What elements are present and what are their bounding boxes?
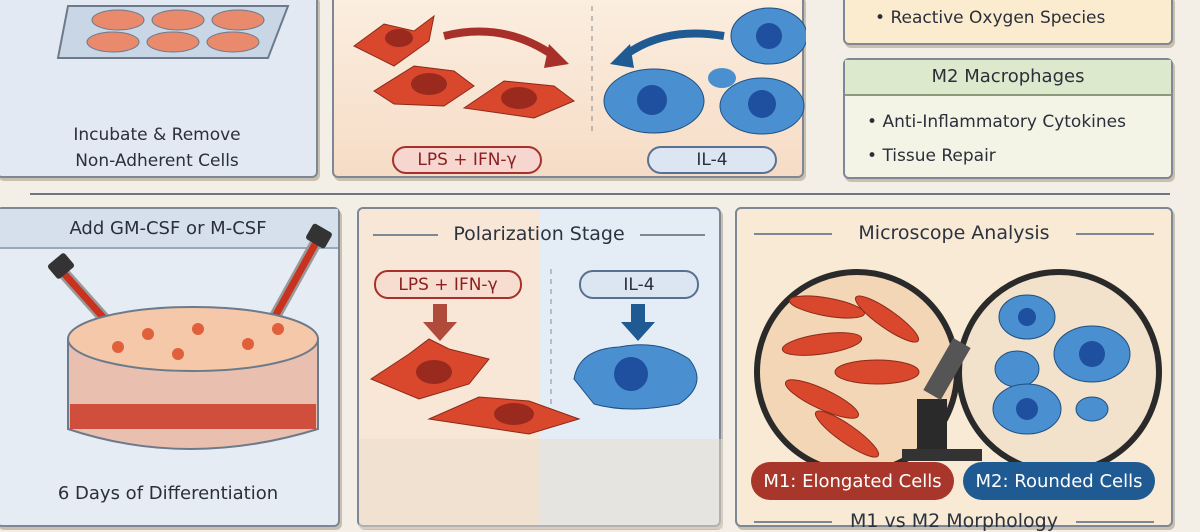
m2-morphology-label: M2: Rounded Cells	[963, 462, 1155, 500]
differentiation-footer: 6 Days of Differentiation	[57, 483, 279, 504]
polarization-stage-panel: Polarization Stage LPS + IFN-γ IL-4	[357, 207, 723, 529]
section-divider	[30, 193, 1170, 195]
m1-morphology-label: M1: Elongated Cells	[751, 462, 954, 500]
incubate-line2: Non-Adherent Cells	[75, 151, 239, 171]
m2-bullet-2: • Tissue Repair	[867, 146, 996, 166]
m1-bullet-ros: • Reactive Oxygen Species	[875, 8, 1106, 28]
m1-arrow-icon	[443, 27, 557, 60]
m1-stimulus-label: LPS + IFN-γ	[374, 270, 522, 299]
differentiation-title: Add GM-CSF or M-CSF	[0, 209, 338, 249]
m1-down-arrow-icon	[423, 322, 457, 341]
polarization-cells-illustration	[353, 6, 806, 136]
m2-bullet-1: • Anti-Inflammatory Cytokines	[867, 112, 1126, 132]
m2-stimulus-label: IL-4	[647, 146, 777, 174]
incubate-panel: Incubate & Remove Non-Adherent Cells	[0, 0, 318, 178]
incubate-line1: Incubate & Remove	[73, 125, 241, 145]
m1-bullet-text: Reactive Oxygen Species	[890, 8, 1106, 28]
m2-arrow-icon	[621, 29, 725, 60]
top-polarization-panel: LPS + IFN-γ IL-4	[332, 0, 806, 178]
microscope-panel: Microscope Analysis M1: Elongated Cells …	[735, 207, 1173, 532]
polarization-stage-illustration	[359, 269, 723, 529]
petri-dish-illustration	[48, 223, 332, 450]
microscope-title: Microscope Analysis	[737, 222, 1171, 244]
microscope-illustration	[754, 269, 1162, 475]
microscope-icon	[917, 399, 947, 454]
microscope-footer: M1 vs M2 Morphology	[737, 510, 1171, 532]
m1-stimulus-label: LPS + IFN-γ	[392, 146, 542, 174]
m2-title: M2 Macrophages	[845, 60, 1171, 96]
m2-properties-panel: M2 Macrophages • Anti-Inflammatory Cytok…	[843, 58, 1173, 179]
m2-stimulus-label: IL-4	[579, 270, 699, 299]
m2-view-circle	[956, 269, 1162, 475]
m1-properties-panel: • Reactive Oxygen Species	[843, 0, 1173, 45]
m2-down-arrow-icon	[621, 322, 655, 341]
m2-bullet-text: Anti-Inflammatory Cytokines	[882, 112, 1126, 132]
differentiation-panel: Add GM-CSF or M-CSF 6 Days of Differenti…	[0, 207, 340, 527]
m2-bullet-text: Tissue Repair	[882, 146, 996, 166]
polarization-title: Polarization Stage	[359, 223, 719, 245]
well-plate-illustration	[56, 5, 290, 59]
